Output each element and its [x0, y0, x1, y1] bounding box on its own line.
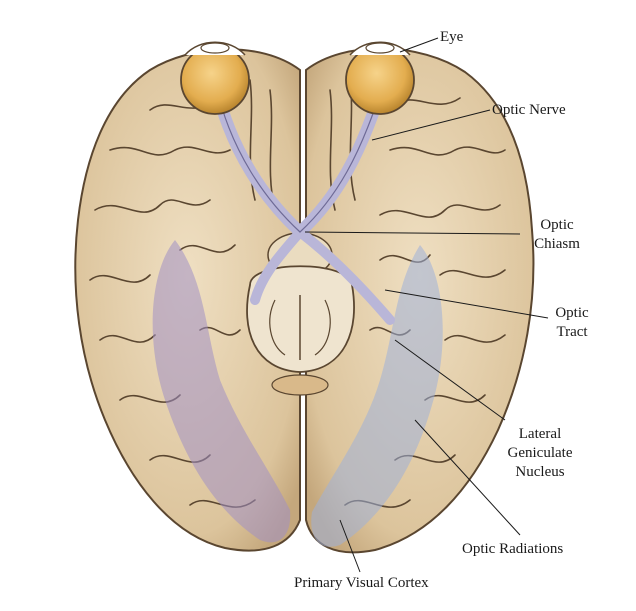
leader-optic-nerve [371, 109, 491, 141]
leader-optic-chiasm [304, 231, 521, 235]
leader-optic-tract [384, 289, 549, 319]
label-optic-tract-line1: Optic [555, 305, 589, 321]
label-lgn-line2: Geniculate [507, 445, 573, 461]
label-primary-visual-cortex: Primary Visual Cortex [294, 575, 429, 591]
right-optic-radiation [311, 245, 443, 547]
left-eye [180, 41, 250, 115]
left-optic-tract [250, 227, 305, 305]
label-optic-tract-line2: Tract [556, 324, 588, 340]
right-optic-tract [295, 227, 395, 325]
label-lgn-line1: Lateral [518, 426, 562, 442]
leader-lgn [394, 339, 506, 421]
label-optic-chiasm-line1: Optic [540, 217, 574, 233]
label-eye: Eye [440, 29, 464, 45]
label-optic-chiasm-line2: Chiasm [534, 236, 580, 252]
label-lateral-geniculate-nucleus: Lateral Geniculate Nucleus [497, 425, 583, 482]
label-optic-nerve: Optic Nerve [492, 102, 566, 118]
leader-optic-radiations [414, 419, 521, 536]
eyes [180, 41, 415, 115]
optic-pathway [216, 102, 395, 325]
right-eye [345, 41, 415, 115]
label-optic-radiations: Optic Radiations [462, 541, 564, 557]
label-lgn-line3: Nucleus [515, 464, 565, 480]
leader-visual-cortex [339, 519, 361, 573]
optic-radiations-shading [152, 240, 443, 547]
leader-lines [304, 37, 549, 573]
leader-eye [399, 37, 439, 53]
label-optic-chiasm: Optic Chiasm [522, 216, 592, 254]
label-optic-tract: Optic Tract [545, 304, 599, 342]
left-optic-radiation [152, 240, 291, 543]
